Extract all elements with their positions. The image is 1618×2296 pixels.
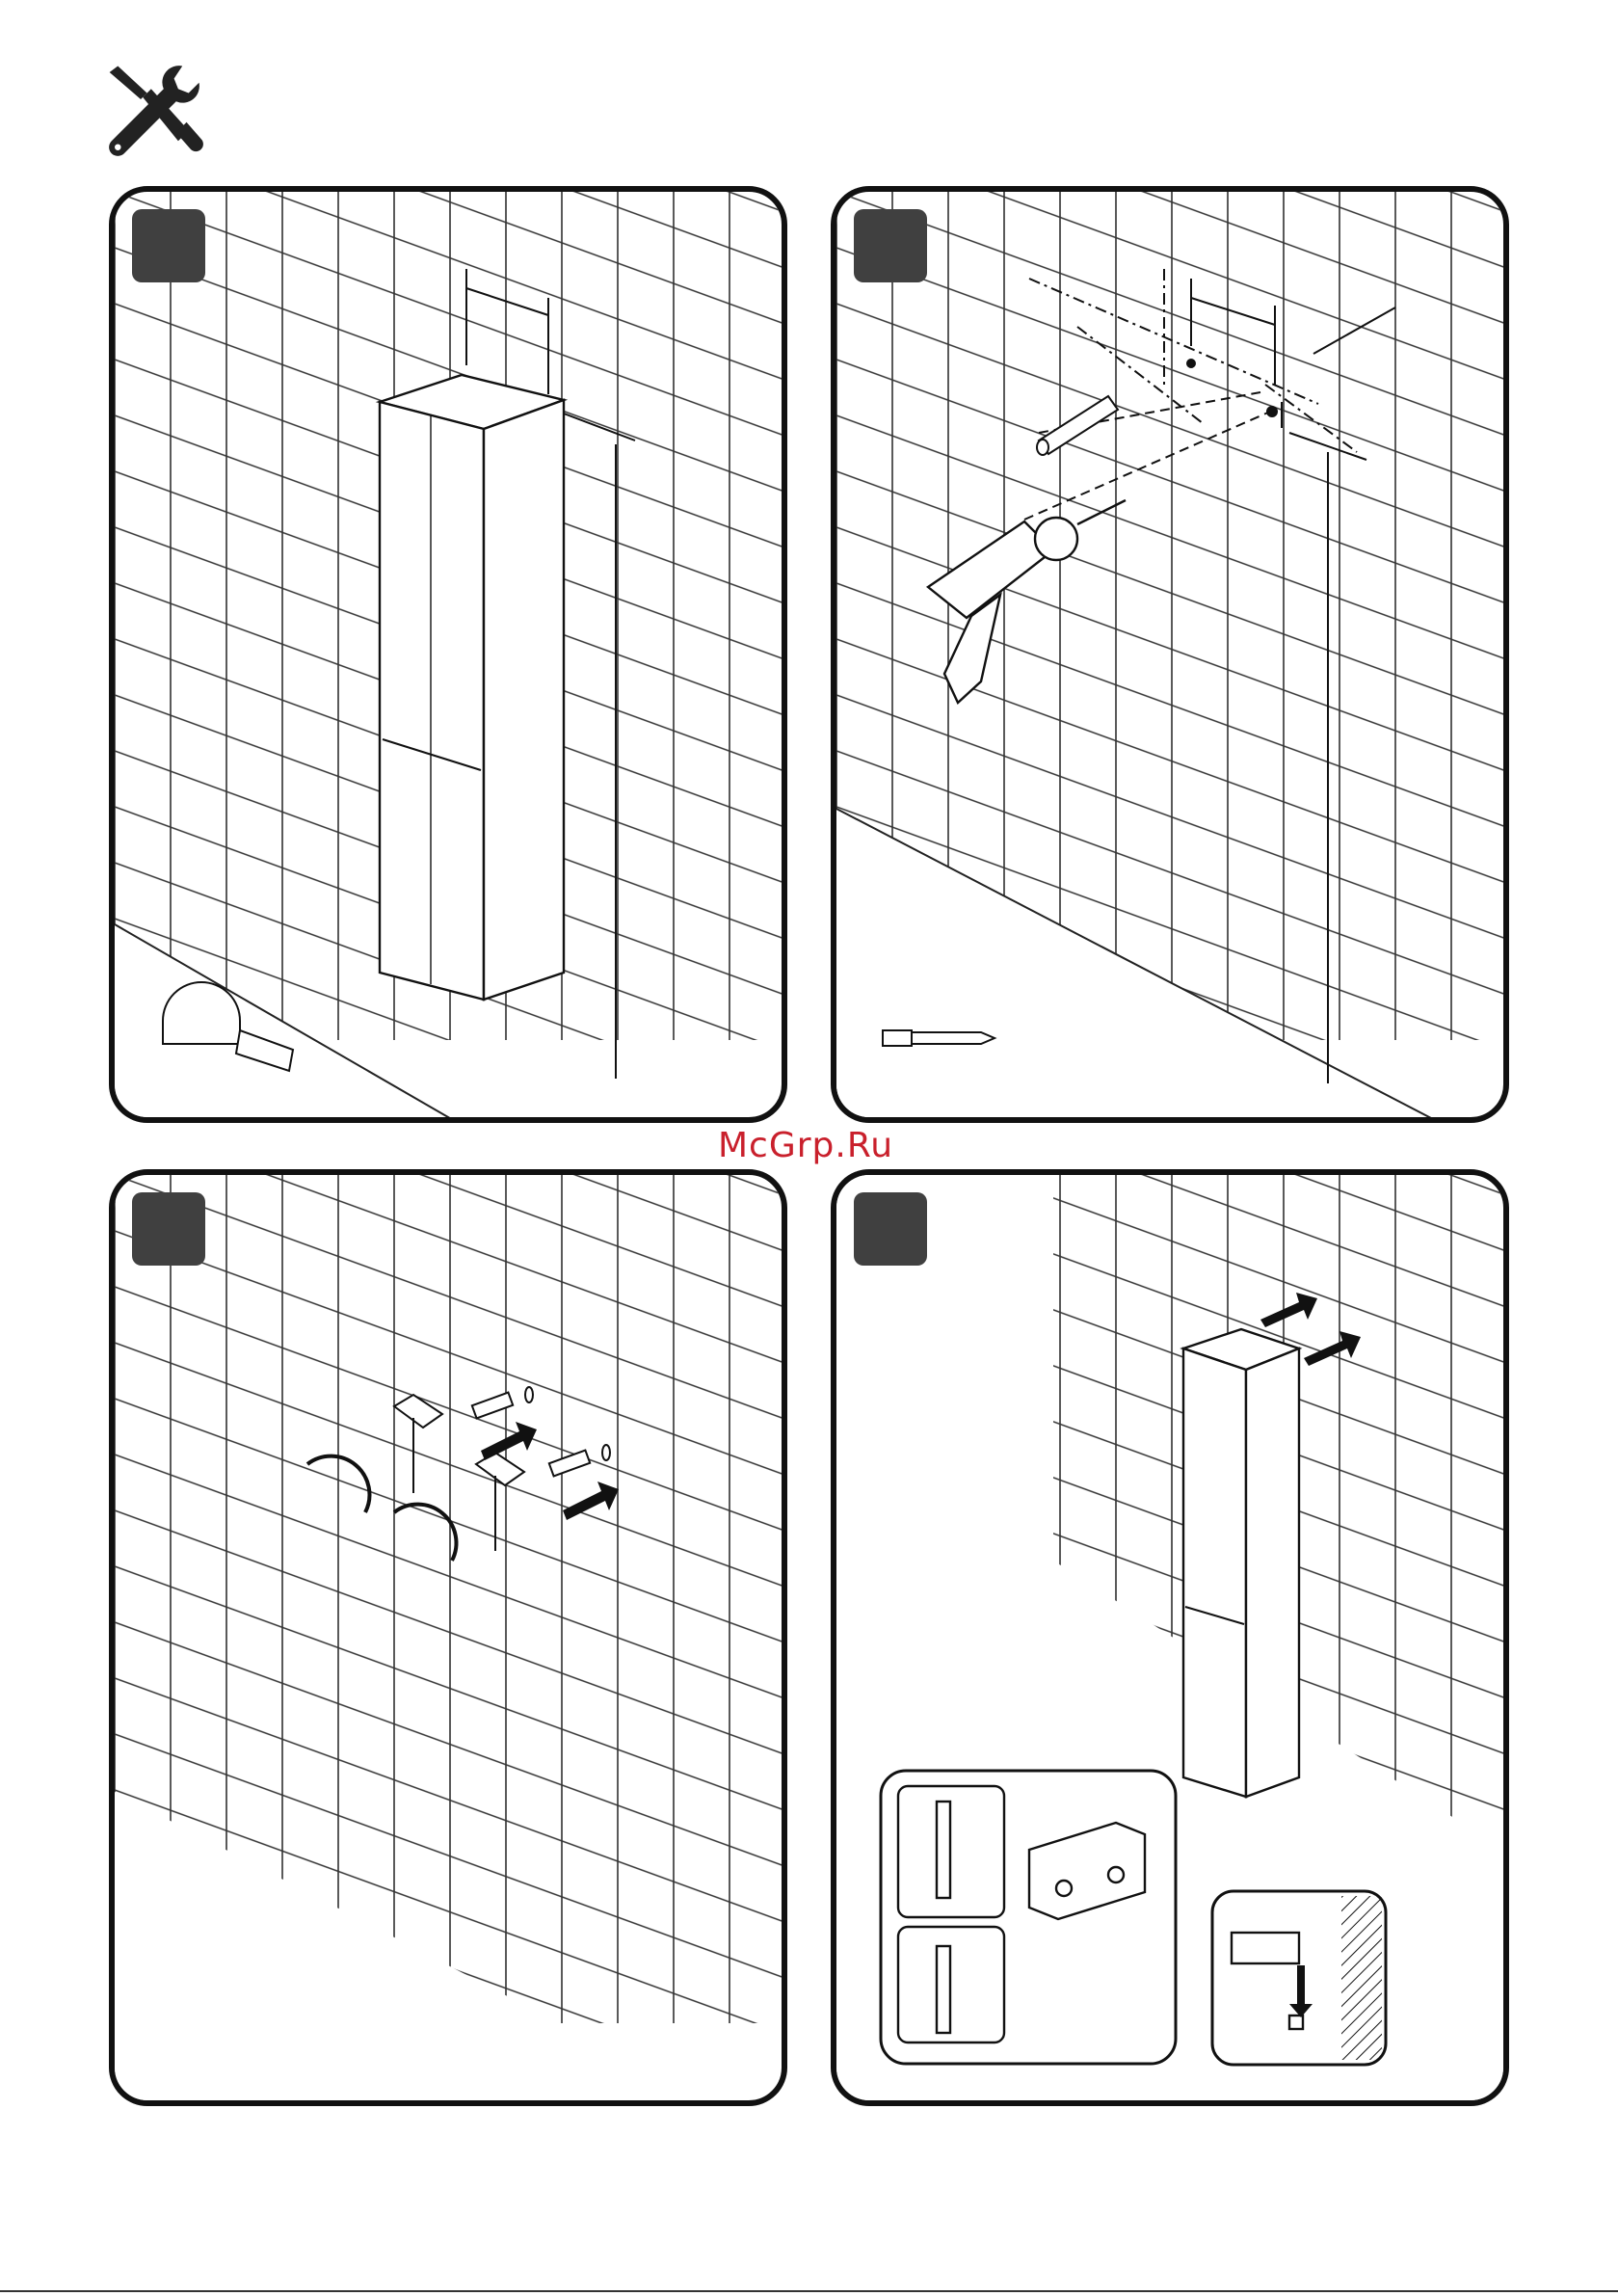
footer-line — [0, 2290, 1618, 2292]
step-2-illustration — [836, 192, 1503, 1117]
step-1-badge — [132, 209, 205, 282]
step-4-panel — [831, 1169, 1509, 2106]
tools-icon — [101, 60, 205, 164]
watermark: McGrp.Ru — [718, 1126, 893, 1165]
step-3-illustration — [115, 1175, 782, 2100]
step-4-illustration — [836, 1175, 1503, 2100]
step-1-illustration — [115, 192, 782, 1117]
step-4-badge — [854, 1192, 927, 1266]
step-3-badge — [132, 1192, 205, 1266]
step-1-panel — [109, 186, 787, 1123]
step-2-badge — [854, 209, 927, 282]
step-2-panel — [831, 186, 1509, 1123]
step-3-panel — [109, 1169, 787, 2106]
